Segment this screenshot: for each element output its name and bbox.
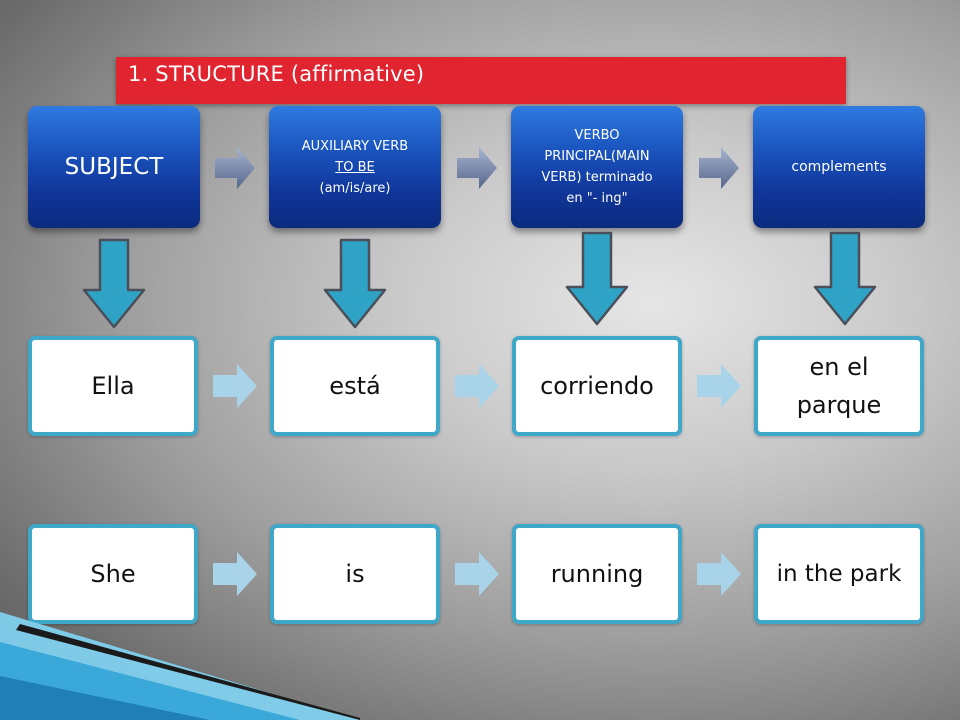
spanish-complement: en el parque (754, 336, 924, 436)
header-main-line-2: PRINCIPAL(MAIN (544, 149, 650, 164)
title-bar (116, 57, 846, 104)
down-arrow-2 (322, 238, 388, 330)
header-aux-line-2: TO BE (335, 159, 375, 175)
spanish-arrow-2 (455, 364, 499, 408)
header-complements-label: complements (791, 158, 887, 175)
english-arrow-3 (697, 552, 741, 596)
english-arrow-2 (455, 552, 499, 596)
english-subject: She (28, 524, 198, 624)
down-arrow-4 (812, 231, 878, 327)
header-aux-line-1: AUXILIARY VERB (301, 138, 409, 154)
english-aux-verb: is (270, 524, 440, 624)
spanish-subject: Ella (28, 336, 198, 436)
header-main-verb: VERBO PRINCIPAL(MAIN VERB) terminado en … (511, 106, 683, 228)
spanish-arrow-1 (213, 364, 257, 408)
spanish-aux-verb: está (270, 336, 440, 436)
header-arrow-3 (699, 147, 739, 189)
header-main-line-4: en "- ing" (566, 191, 628, 206)
english-main-verb: running (512, 524, 682, 624)
spanish-arrow-3 (697, 364, 741, 408)
header-main-line-1: VERBO (574, 128, 620, 143)
english-arrow-1 (213, 552, 257, 596)
down-arrow-3 (564, 231, 630, 327)
header-arrow-1 (215, 147, 255, 189)
structure-title: 1. STRUCTURE (affirmative) (128, 62, 425, 86)
header-subject-label: SUBJECT (64, 154, 164, 180)
header-arrow-2 (457, 147, 497, 189)
header-main-line-3: VERB) terminado (541, 170, 653, 185)
spanish-main-verb: corriendo (512, 336, 682, 436)
down-arrow-1 (81, 238, 147, 330)
header-auxiliary-verb: AUXILIARY VERB TO BE (am/is/are) (269, 106, 441, 228)
english-complement: in the park (754, 524, 924, 624)
header-subject: SUBJECT (28, 106, 200, 228)
corner-decoration (0, 590, 360, 720)
header-complements: complements (753, 106, 925, 228)
header-aux-line-3: (am/is/are) (319, 180, 391, 196)
